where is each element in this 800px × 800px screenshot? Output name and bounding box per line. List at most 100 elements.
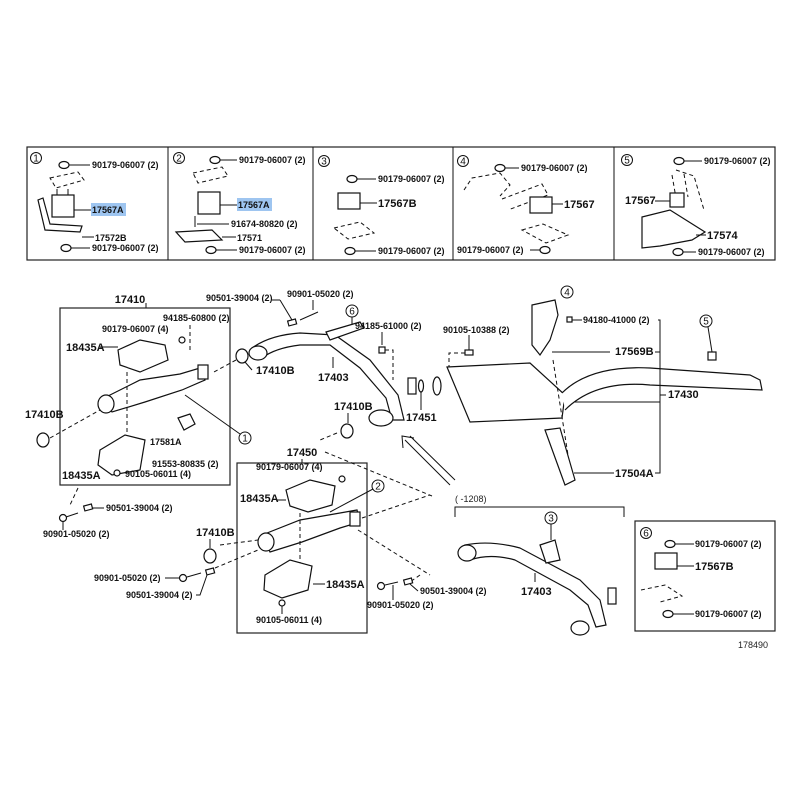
nut-icon	[344, 246, 356, 256]
engine-mount-icon	[529, 196, 553, 214]
highlight	[91, 203, 126, 216]
group-label: 17410	[115, 294, 146, 306]
part-label: 17410B	[256, 365, 295, 377]
heat-shield-icon	[285, 479, 336, 513]
bracket-outline-icon	[463, 172, 549, 211]
callout-circle	[238, 431, 252, 445]
nut-icon	[672, 247, 684, 257]
callout-number: 3	[321, 157, 327, 168]
figure-id: 178490	[738, 640, 768, 650]
part-label: 90105-10388 (2)	[443, 325, 510, 335]
callout-number: 1	[242, 434, 248, 445]
frame-outline-icon	[671, 169, 705, 211]
flange-icon	[197, 364, 209, 380]
bracket-plate-icon	[520, 223, 570, 244]
alt-front-pipe-group: ( -1208) 3 17403	[454, 494, 625, 636]
part-label: 94185-60800 (2)	[163, 313, 230, 323]
gasket-icon	[36, 432, 50, 448]
gasket-icon	[340, 423, 354, 439]
bolt-icon	[376, 581, 386, 591]
part-label: 90179-06007 (2)	[378, 246, 445, 256]
callout-number: 5	[624, 156, 630, 167]
part-label: 90179-06007 (2)	[378, 174, 445, 184]
catalytic-converter-icon	[98, 367, 206, 413]
conv1-fasteners: 90501-39004 (2) 90901-05020 (2)	[43, 503, 173, 539]
part-label: 91553-80835 (2)	[152, 459, 219, 469]
stud-icon	[402, 577, 414, 586]
part-label: 90901-05020 (2)	[367, 600, 434, 610]
muffler-tailpipe-group: 90105-10388 (2) 4 94180-41000 (2) 17569B…	[432, 285, 763, 486]
part-label: 17403	[521, 586, 552, 598]
engine-mount-icon	[197, 191, 221, 215]
part-label: 90501-39004 (2)	[126, 590, 193, 600]
bolt-icon	[464, 349, 474, 356]
callout-circle	[560, 285, 574, 299]
part-label: 18435A	[240, 493, 279, 505]
tail-pipe-icon	[561, 367, 763, 411]
bolt-icon	[178, 573, 188, 583]
callout-number: 5	[703, 317, 709, 328]
bracket-icon	[174, 229, 224, 243]
part-label: 17410B	[25, 409, 64, 421]
part-label: 90901-05020 (2)	[287, 289, 354, 299]
part-label: 17571	[237, 233, 262, 243]
part-label-highlighted[interactable]: 17567A	[238, 200, 270, 210]
muffler-icon	[446, 362, 566, 423]
screw-icon	[113, 469, 121, 477]
part-label: 18435A	[66, 342, 105, 354]
part-label: 90501-39004 (2)	[106, 503, 173, 513]
engine-mount-icon	[337, 192, 361, 210]
flange-icon	[570, 620, 590, 636]
stud-icon	[286, 318, 298, 327]
group-label: 17450	[287, 447, 318, 459]
engine-mount-icon	[669, 192, 685, 208]
part-label: 17569B	[615, 346, 654, 358]
part-label: 90501-39004 (2)	[420, 586, 487, 596]
nut-icon	[346, 174, 358, 184]
converter-2-group: 17450 90179-06007 (4) 18435A 2 18435A 90…	[214, 447, 433, 634]
part-label-highlighted[interactable]: 17567A	[92, 205, 124, 215]
flange-icon	[248, 345, 268, 361]
screw-icon	[278, 599, 286, 607]
detail-strip-frame	[26, 146, 776, 261]
part-label: 17504A	[615, 468, 654, 480]
date-range-label: ( -1208)	[455, 494, 487, 504]
gasket-icon	[417, 379, 425, 393]
callout-number: 2	[176, 154, 182, 165]
flange-icon	[407, 377, 417, 395]
callout-circle	[699, 314, 713, 328]
part-label: 90179-06007 (2)	[239, 155, 306, 165]
catalytic-converter-icon	[261, 509, 361, 553]
nut-icon	[566, 316, 573, 323]
part-label: 90105-06011 (4)	[256, 615, 322, 625]
heat-shield-icon	[97, 434, 146, 476]
part-label: 17403	[318, 372, 349, 384]
detail-panel-3: 3 90179-06007 (2) 17567B 90179-06007 (2)	[318, 155, 445, 256]
stud-icon	[82, 503, 94, 512]
callout-number: 6	[643, 529, 649, 540]
callout-number: 4	[564, 288, 570, 299]
callout-number: 1	[33, 154, 39, 165]
nut-icon	[539, 245, 551, 255]
part-label: 17567B	[378, 198, 417, 210]
stud-icon	[204, 567, 216, 576]
flange-icon	[257, 532, 275, 552]
part-label: 94185-61000 (2)	[355, 321, 422, 331]
part-label: 94180-41000 (2)	[583, 315, 650, 325]
callout-circle	[30, 152, 42, 164]
part-label: 17567B	[695, 561, 734, 573]
range-bracket	[454, 506, 625, 517]
front-pipe-group: 90501-39004 (2) 90901-05020 (2) 6 94185-…	[206, 289, 456, 486]
part-label: 90901-05020 (2)	[94, 573, 161, 583]
hanger-icon	[531, 299, 559, 357]
nut-icon	[378, 346, 386, 354]
nut-icon	[664, 539, 676, 549]
detail-panel-5: 5 90179-06007 (2) 17567 17574 90179-0600…	[621, 154, 771, 257]
converter-1-frame	[59, 307, 231, 486]
flange-icon	[607, 587, 617, 605]
bolt-icon	[58, 513, 68, 523]
part-label: 17581A	[150, 437, 182, 447]
part-label: 90179-06007 (2)	[704, 156, 771, 166]
stay-icon	[177, 413, 196, 431]
conv2-left-fasteners: 17410B 90901-05020 (2) 90501-39004 (2)	[94, 527, 235, 600]
